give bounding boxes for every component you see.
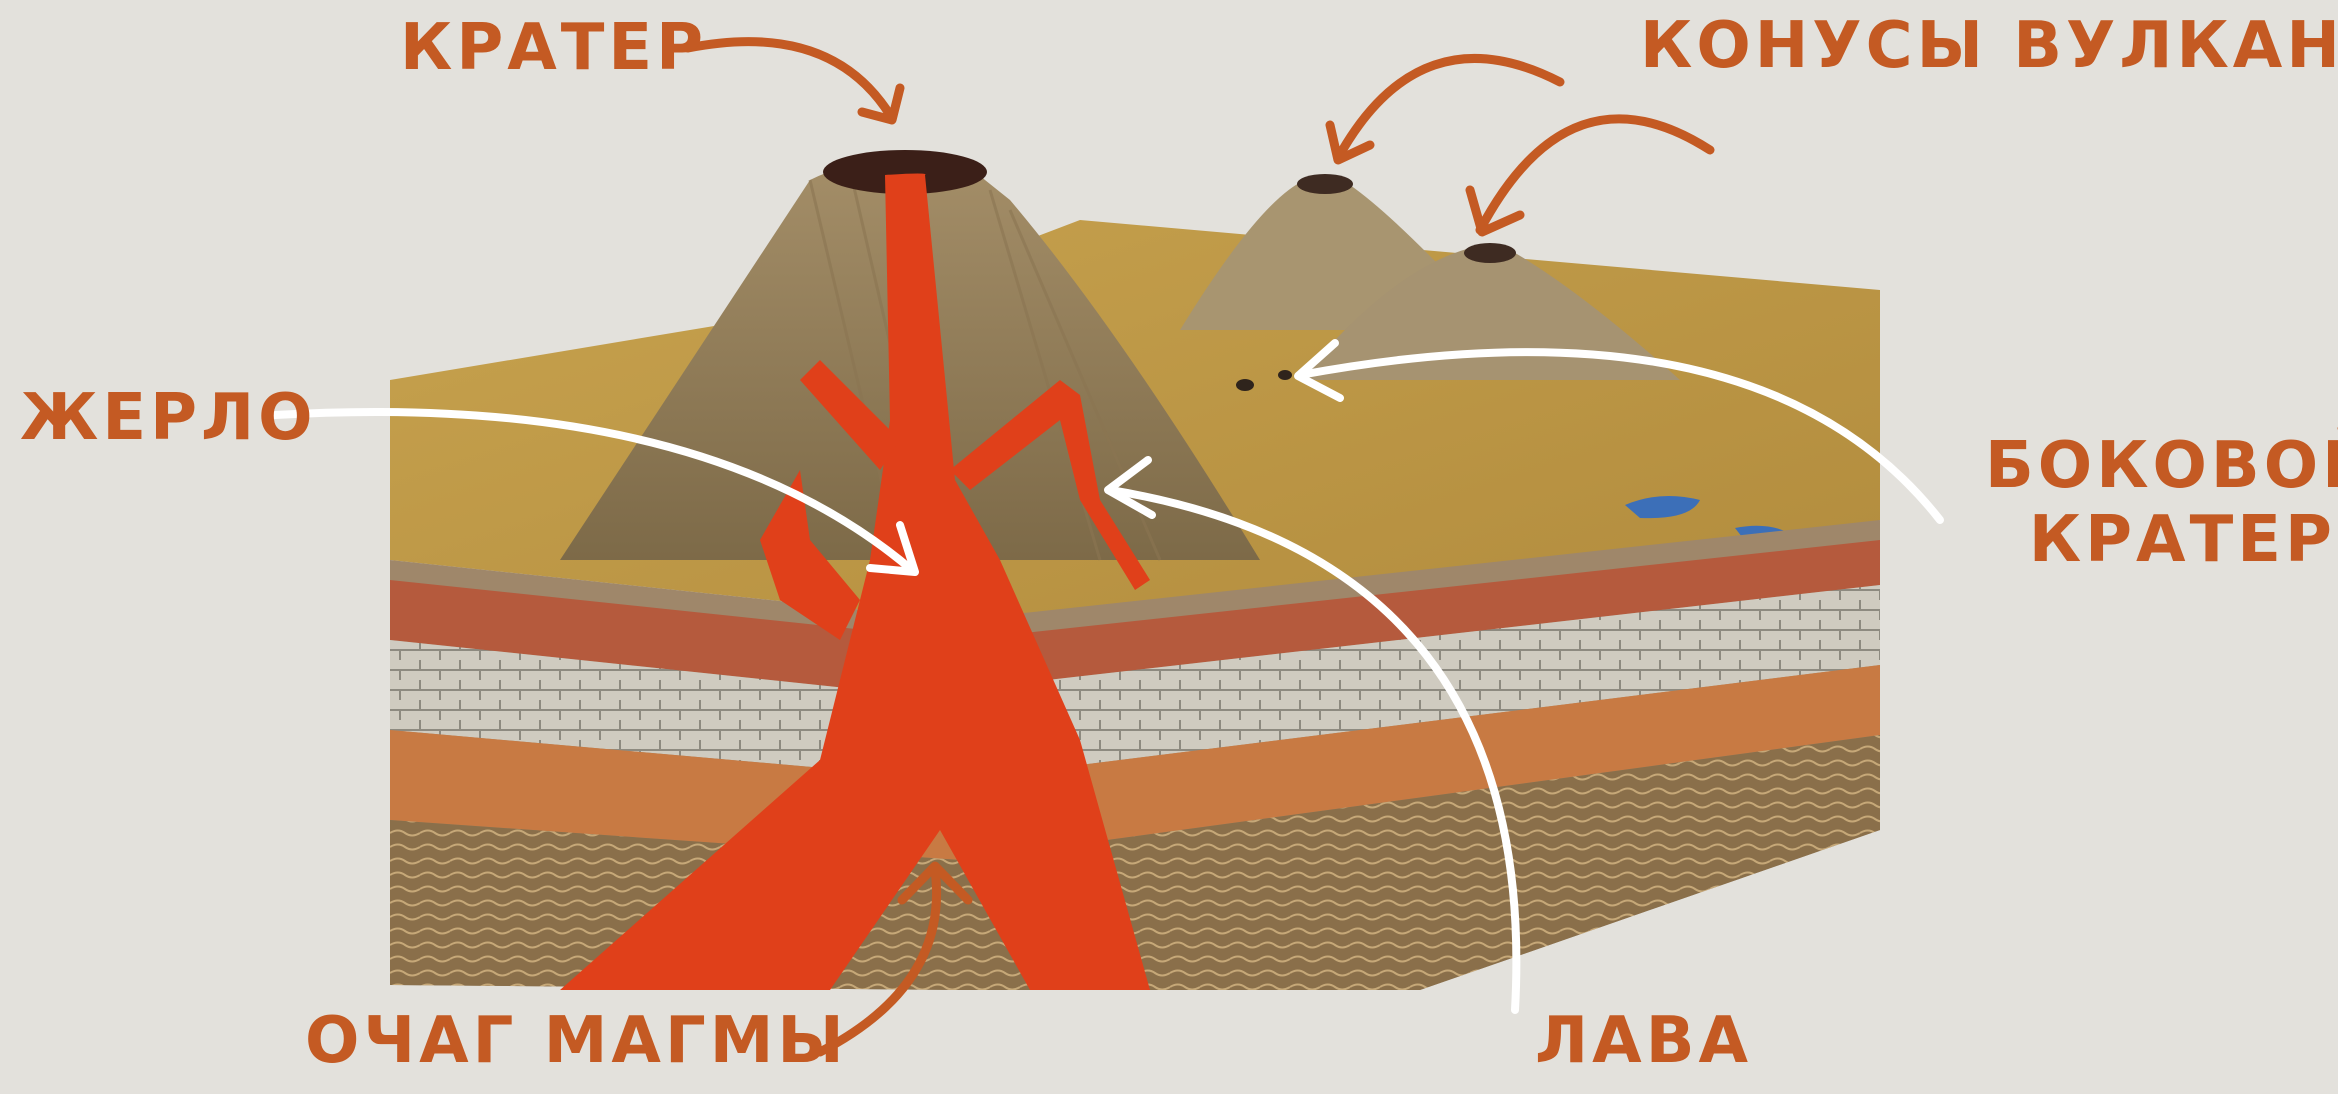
crater-arrow <box>688 42 890 115</box>
side-crater-label-line1: боковой <box>1985 430 2338 504</box>
volcano-cone-1-crater <box>1297 174 1353 194</box>
vent-label: жерло <box>20 382 317 456</box>
side-crater <box>1236 379 1254 391</box>
side-crater-label: боковой кратер <box>1985 430 2338 577</box>
side-crater-label-line2: кратер <box>1985 504 2338 578</box>
volcano-cones-label: конусы вулкана <box>1640 10 2338 84</box>
lava-label: лава <box>1535 1005 1752 1079</box>
magma-chamber-label: очаг магмы <box>305 1005 848 1079</box>
crater-label: кратер <box>400 12 707 86</box>
volcano-cone-2-crater <box>1464 243 1516 263</box>
